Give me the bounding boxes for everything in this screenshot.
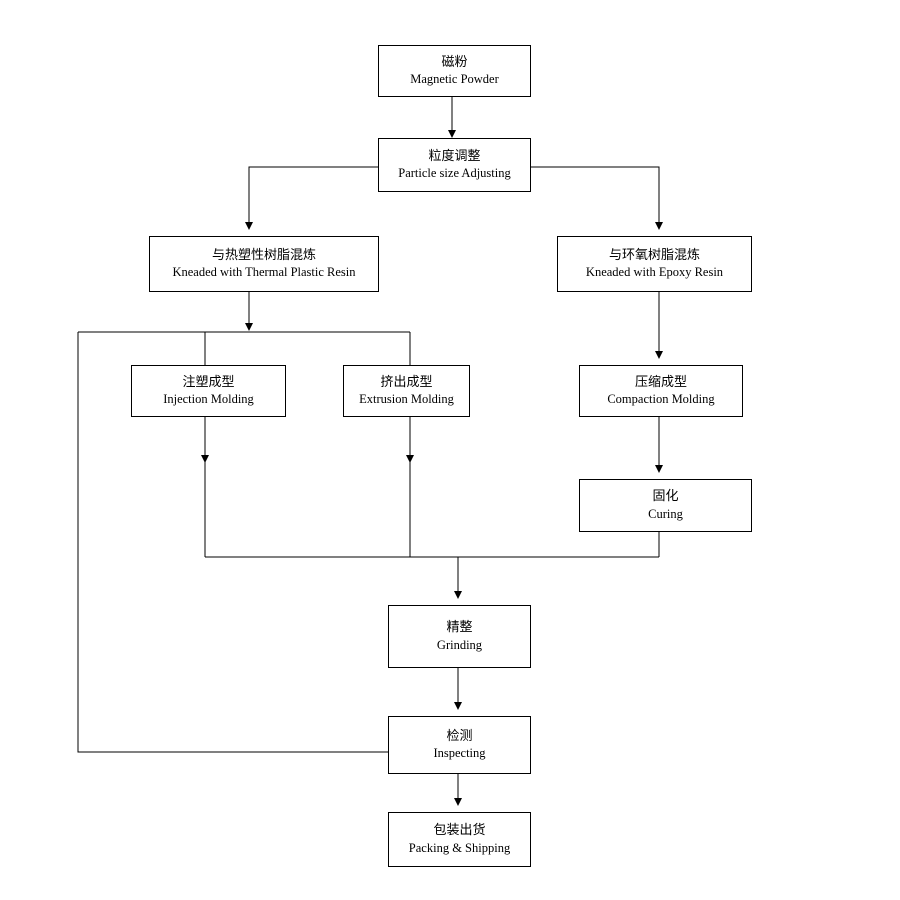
node-label-en: Magnetic Powder (410, 72, 499, 87)
node-injection-molding: 注塑成型 Injection Molding (131, 365, 286, 417)
arrow-particle-to-thermal (245, 166, 378, 230)
node-label-zh: 包装出货 (433, 823, 486, 839)
node-label-en: Extrusion Molding (359, 392, 454, 407)
node-particle-size-adjusting: 粒度调整 Particle size Adjusting (378, 138, 531, 192)
node-label-en: Kneaded with Thermal Plastic Resin (172, 265, 356, 280)
node-label-zh: 粒度调整 (428, 148, 481, 164)
node-label-zh: 精整 (446, 620, 473, 636)
node-label-en: Particle size Adjusting (398, 166, 511, 181)
node-label-en: Kneaded with Epoxy Resin (585, 265, 724, 280)
node-label-zh: 压缩成型 (634, 374, 687, 390)
node-label-en: Compaction Molding (607, 392, 715, 407)
node-kneaded-thermal-plastic: 与热塑性树脂混炼 Kneaded with Thermal Plastic Re… (149, 236, 379, 292)
node-label-zh: 与热塑性树脂混炼 (211, 247, 316, 263)
node-extrusion-molding: 挤出成型 Extrusion Molding (343, 365, 470, 417)
node-compaction-molding: 压缩成型 Compaction Molding (579, 365, 743, 417)
node-kneaded-epoxy: 与环氧树脂混炼 Kneaded with Epoxy Resin (557, 236, 752, 292)
node-packing-shipping: 包装出货 Packing & Shipping (388, 812, 531, 867)
arrow-particle-to-epoxy (530, 166, 663, 230)
node-label-zh: 挤出成型 (380, 374, 433, 390)
node-curing: 固化 Curing (579, 479, 752, 532)
node-label-zh: 固化 (652, 489, 679, 505)
node-label-zh: 与环氧树脂混炼 (608, 247, 700, 263)
node-label-en: Packing & Shipping (408, 840, 511, 855)
node-label-zh: 注塑成型 (182, 374, 235, 390)
node-grinding: 精整 Grinding (388, 605, 531, 668)
node-label-en: Grinding (436, 637, 483, 652)
node-magnetic-powder: 磁粉 Magnetic Powder (378, 45, 531, 97)
node-label-zh: 磁粉 (441, 54, 468, 70)
node-inspecting: 检测 Inspecting (388, 716, 531, 774)
node-label-en: Injection Molding (163, 392, 254, 407)
node-label-en: Inspecting (433, 746, 486, 761)
line-bypass-to-inspecting (77, 332, 388, 753)
node-label-en: Curing (648, 506, 683, 521)
node-label-zh: 检测 (446, 728, 473, 744)
